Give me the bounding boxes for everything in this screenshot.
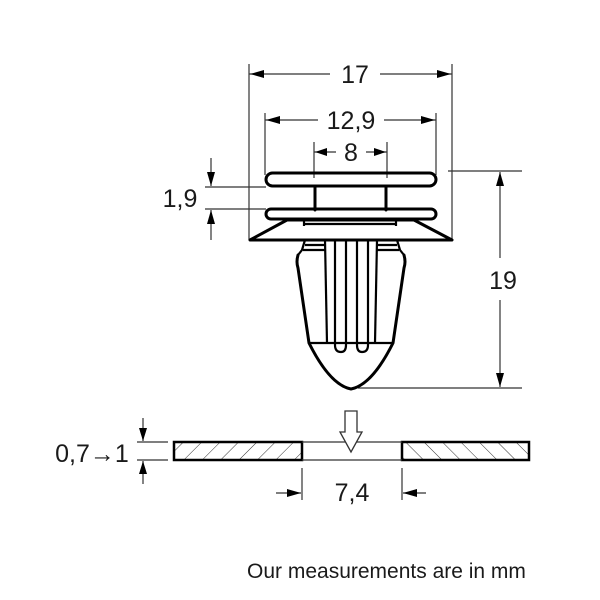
clip-skirt xyxy=(248,218,454,242)
arrowhead-icon xyxy=(437,70,451,78)
dim-label-height: 19 xyxy=(489,267,517,295)
arrowhead-icon xyxy=(266,116,280,124)
clip-body xyxy=(295,253,407,391)
arrowhead-icon xyxy=(287,489,301,497)
clip-top-disc xyxy=(264,171,438,188)
panel-right-section xyxy=(400,440,531,462)
dimension-head-width: 12,9 xyxy=(264,107,437,175)
dim-label-overall-width: 17 xyxy=(341,61,369,89)
dimension-head-gap: 1,9 xyxy=(163,158,266,240)
arrowhead-icon xyxy=(496,373,504,387)
leg-slot-left xyxy=(333,240,348,354)
dimension-stem-width: 8 xyxy=(313,139,388,178)
arrowhead-icon xyxy=(139,461,147,474)
arrowhead-icon xyxy=(207,172,215,186)
leg-slot-right xyxy=(355,240,370,354)
units-note: Our measurements are in mm xyxy=(247,560,526,583)
arrowhead-icon xyxy=(315,148,327,156)
arrowhead-icon xyxy=(250,70,264,78)
dimension-overall-width: 17 xyxy=(248,61,453,240)
leg-line xyxy=(373,239,379,344)
dimension-hole-diameter: 7,4 xyxy=(276,468,426,507)
dim-label-hole-diameter: 7,4 xyxy=(335,479,370,507)
arrowhead-icon xyxy=(139,428,147,441)
arrowhead-icon xyxy=(496,172,504,186)
arrowhead-icon xyxy=(421,116,435,124)
dim-label-panel-thickness: 0,7→1 xyxy=(55,440,129,468)
arrowhead-icon xyxy=(374,148,386,156)
panel-left-section xyxy=(172,440,304,462)
clip-second-disc xyxy=(264,207,438,221)
clip-shape xyxy=(248,171,454,391)
dim-label-stem-width: 8 xyxy=(344,139,358,167)
clip-shoulder-right xyxy=(395,239,405,256)
insert-arrow-icon xyxy=(338,410,364,454)
leg-line xyxy=(323,239,329,344)
clip-shoulder-left xyxy=(297,239,307,256)
dim-label-head-gap: 1,9 xyxy=(163,185,198,213)
panel-section xyxy=(172,410,531,462)
arrowhead-icon xyxy=(207,210,215,224)
arrowhead-icon xyxy=(403,489,417,497)
dim-label-head-width: 12,9 xyxy=(327,107,376,135)
dimension-panel-thickness: 0,7→1 xyxy=(55,418,168,484)
dimension-height: 19 xyxy=(358,170,522,389)
